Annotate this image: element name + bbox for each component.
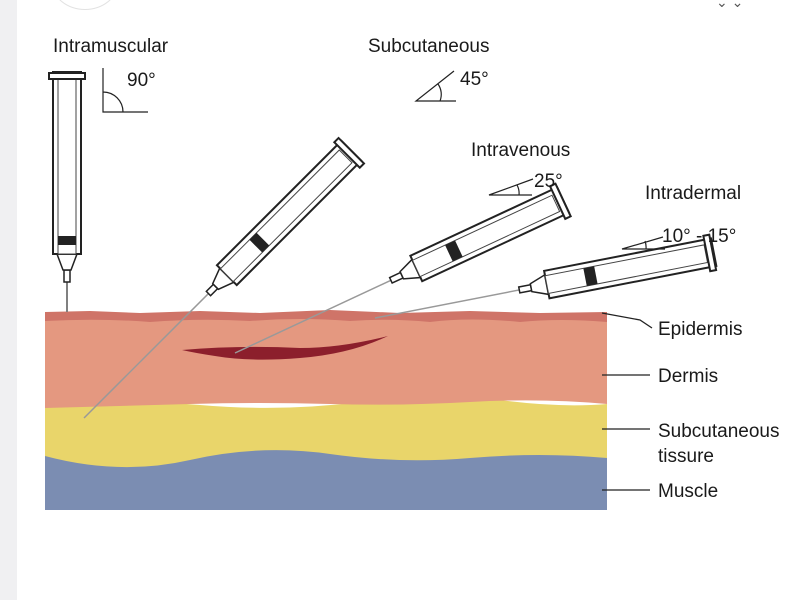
label-intravenous: Intravenous (471, 140, 570, 161)
label-epidermis: Epidermis (658, 319, 742, 340)
label-muscle: Muscle (658, 481, 718, 502)
label-dermis: Dermis (658, 366, 718, 387)
layer-leader-lines (601, 312, 653, 491)
angle-label-90: 90° (127, 70, 156, 91)
syringe-intravenous (234, 182, 573, 354)
skin-layers (45, 310, 607, 510)
label-subcutaneous: Subcutaneous (368, 36, 490, 57)
chevron-icon[interactable]: ⌄ ⌄ (716, 0, 744, 10)
angle-10-icon (621, 236, 665, 250)
epidermis-layer (45, 310, 607, 322)
syringe-subcutaneous (83, 136, 366, 419)
angle-symbols (102, 68, 665, 250)
label-subcutaneous-tissue: Subcutaneous (658, 421, 780, 442)
angle-label-25: 25° (534, 171, 563, 192)
label-intramuscular: Intramuscular (53, 36, 169, 57)
angle-label-45: 45° (460, 69, 489, 90)
dermis-layer (45, 318, 607, 408)
angle-label-10-15: 10° - 15° (662, 226, 736, 247)
angle-90-icon (102, 68, 148, 113)
angle-25-icon (488, 178, 534, 196)
subcutaneous-layer (45, 396, 607, 468)
label-intradermal: Intradermal (645, 183, 741, 204)
vein (182, 336, 388, 360)
label-subcutaneous-tissue-line2: tissure (658, 446, 714, 467)
angle-45-icon (414, 70, 456, 102)
side-panel (0, 0, 17, 600)
syringe-intradermal (374, 233, 718, 319)
syringe-intramuscular (48, 71, 86, 312)
